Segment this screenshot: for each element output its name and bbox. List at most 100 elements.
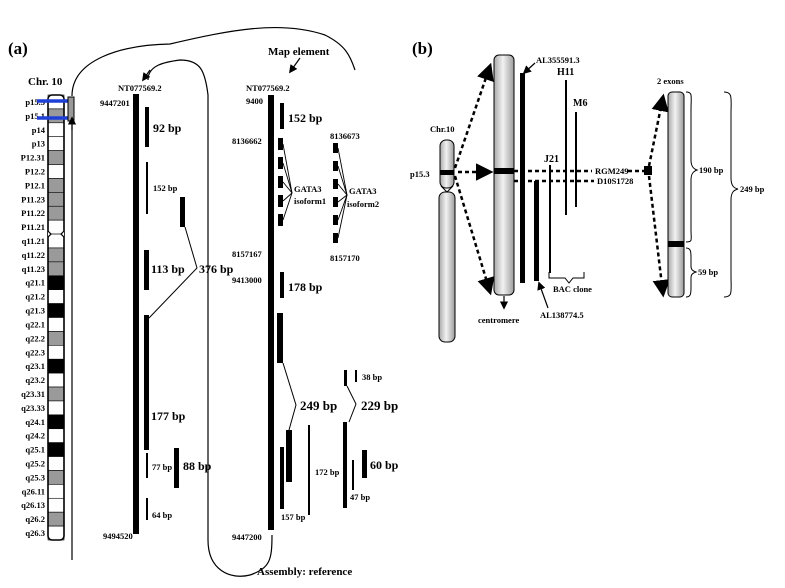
- band-label: p14: [32, 125, 46, 135]
- segment-47bp: [352, 460, 354, 490]
- loop-arrow: [142, 69, 151, 82]
- band-q21-3: [47, 303, 65, 318]
- clone-h11: [565, 80, 567, 215]
- band-label: p15.3: [25, 97, 45, 107]
- contig-right-bar: [268, 95, 274, 530]
- band-label: q22.3: [25, 347, 45, 357]
- band-q25-3: [47, 470, 65, 485]
- segment-249-top: [277, 313, 283, 363]
- band-q23-33: [47, 400, 65, 416]
- al355591-arrow: [522, 62, 536, 75]
- label-178bp: 178 bp: [288, 280, 323, 294]
- clone-al355591: [520, 73, 525, 283]
- brace-59bp: [685, 247, 698, 298]
- band-label: q25.3: [25, 472, 45, 482]
- band-q26-2: [47, 511, 65, 527]
- region-cylinder: [493, 54, 515, 296]
- label-172bp: 172 bp: [315, 467, 340, 477]
- clone-m6: [575, 112, 577, 207]
- panel-a-label: (a): [8, 39, 28, 58]
- band-q26-11: [47, 484, 65, 499]
- bac-clone-brace: [548, 272, 585, 284]
- al138774-arrow: [537, 281, 549, 309]
- panel-b-frame: [405, 35, 780, 345]
- zoom-arrow-up: [453, 62, 494, 169]
- band-label: q26.13: [21, 500, 45, 510]
- band-label: P11.23: [21, 194, 45, 204]
- assembly-label: Assembly: reference: [257, 566, 352, 578]
- band-label: q23.33: [21, 403, 45, 413]
- coord-8136662: 8136662: [232, 136, 262, 146]
- band-q11-22: [47, 247, 65, 263]
- band-q21-1: [47, 275, 65, 290]
- band-label: q11.21: [22, 236, 45, 246]
- band-label: q26.11: [22, 486, 45, 496]
- segment-157bp-b: [280, 447, 284, 509]
- band-q26-3: [47, 525, 65, 541]
- segment-64bp: [146, 498, 148, 520]
- exon-boundary: [668, 241, 684, 247]
- centromere-label: centromere: [478, 315, 519, 325]
- band-label: p13: [32, 139, 45, 149]
- label-rgm249: RGM249: [595, 166, 629, 176]
- exon-arrow-down: [647, 175, 671, 298]
- coord-8157170: 8157170: [330, 253, 360, 263]
- band-p12-31: [47, 150, 65, 165]
- isoform1-connectors: [282, 143, 293, 221]
- band-label: q25.1: [25, 445, 45, 455]
- label-64bp: 64 bp: [152, 510, 172, 520]
- band-label: q24.1: [25, 417, 45, 427]
- chromosome-ideogram: [47, 94, 65, 541]
- band-q24-1: [47, 414, 65, 430]
- label-al355591: AL355591.3: [536, 55, 580, 65]
- isoform2-label-line1: GATA3: [349, 186, 377, 196]
- contig-left-bar: [133, 94, 139, 534]
- band-label: q11.23: [22, 264, 45, 274]
- segment-60bp: [362, 450, 367, 478]
- segment-38bp: [344, 370, 347, 386]
- clone-al138774: [534, 181, 539, 281]
- band-p11-22: [47, 205, 65, 221]
- brace-190bp: [685, 91, 699, 243]
- label-77bp: 77 bp: [152, 462, 172, 472]
- label-249bp-b: 249 bp: [740, 184, 765, 194]
- chromosome-outline: [47, 94, 65, 541]
- band-p12-1: [47, 178, 65, 193]
- contig-left-end: 9494520: [103, 531, 133, 541]
- isoform2-exons: [333, 143, 338, 243]
- band-q21-2: [47, 289, 65, 304]
- label-al138774: AL138774.5: [540, 310, 584, 320]
- map-element-arrow: [289, 57, 301, 74]
- coord-8136673: 8136673: [330, 131, 360, 141]
- isoform1-label-line1: GATA3: [294, 184, 322, 194]
- contig-right-end: 9447200: [232, 532, 262, 542]
- panel-a: (a) Chr. 10 p15.3p15.1p14p13P12.31P12.2P…: [8, 26, 399, 578]
- chr10-label-b: Chr.10: [430, 124, 454, 134]
- band-q22-2: [47, 331, 65, 346]
- band-label: q21.3: [25, 306, 45, 316]
- map-link-curve: [71, 26, 356, 560]
- contig-left-start: 9447201: [100, 98, 130, 108]
- band-label: q22.1: [25, 319, 45, 329]
- segment-177bp: [144, 315, 149, 450]
- label-m6: M6: [573, 98, 587, 109]
- segment-376-top: [180, 197, 185, 227]
- label-h11: H11: [557, 67, 574, 78]
- segment-77bp: [146, 453, 148, 478]
- band-q25-2: [47, 456, 65, 471]
- map-element-label: Map element: [268, 46, 330, 58]
- isoform2-label-line2: isoform2: [347, 199, 379, 209]
- brace-249bp: [723, 91, 739, 298]
- segment-152bp-left: [146, 162, 148, 214]
- band-label: q24.2: [25, 431, 45, 441]
- band-q24-2: [47, 428, 65, 443]
- band-labels: p15.3p15.1p14p13P12.31P12.2P12.1P11.23P1…: [21, 97, 46, 538]
- label-152bp-left: 152 bp: [153, 183, 178, 193]
- band-label: q23.2: [25, 375, 45, 385]
- segment-152bp-right: [280, 103, 284, 129]
- band-label: P12.1: [25, 180, 45, 190]
- band-label: P11.22: [21, 208, 45, 218]
- bracket-229bp: [346, 385, 357, 423]
- bracket-376bp: [148, 226, 198, 319]
